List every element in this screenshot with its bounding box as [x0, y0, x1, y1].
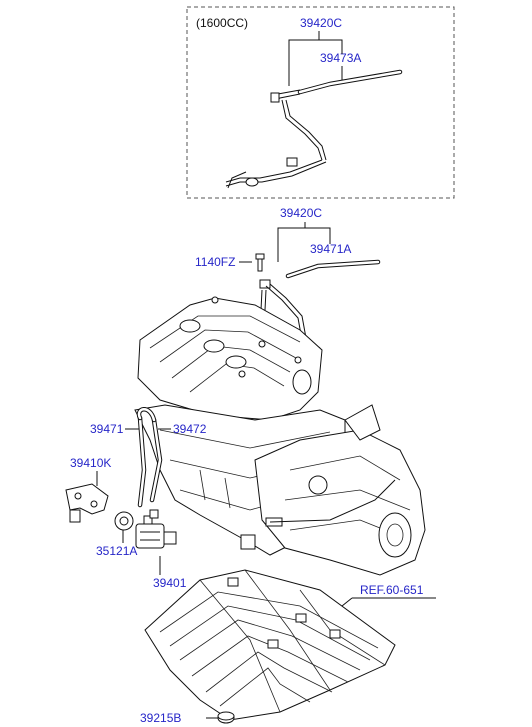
floor-panel	[144, 569, 396, 721]
engine-block	[134, 296, 426, 576]
plug-part	[217, 711, 235, 724]
callout-grommet[interactable]: 35121A	[96, 544, 137, 558]
leader-lines-main	[277, 222, 331, 262]
valve-part	[135, 509, 177, 549]
callout-floor-ref[interactable]: REF.60-651	[360, 583, 424, 597]
variant-box-label: (1600CC)	[196, 16, 248, 30]
bolt-part	[255, 253, 265, 272]
variant-box: (1600CC)	[186, 6, 455, 199]
callout-bracket[interactable]: 39410K	[70, 456, 111, 470]
callout-top-hose[interactable]: 39473A	[320, 51, 361, 65]
callout-main-hose[interactable]: 39471A	[310, 242, 351, 256]
grommet-part	[114, 511, 134, 531]
callout-hose-left[interactable]: 39471	[90, 422, 124, 436]
bracket-part	[65, 483, 109, 523]
top-pipe-assembly	[225, 69, 403, 189]
callout-hose-right[interactable]: 39472	[173, 422, 207, 436]
callout-top-pipe[interactable]: 39420C	[300, 16, 342, 30]
callout-plug[interactable]: 39215B	[140, 711, 181, 725]
callout-main-pipe[interactable]: 39420C	[280, 206, 322, 220]
callout-valve[interactable]: 39401	[153, 576, 187, 590]
hose-pair	[136, 407, 163, 508]
leader-lines-top	[288, 31, 343, 86]
callout-bolt[interactable]: 1140FZ	[195, 255, 235, 269]
